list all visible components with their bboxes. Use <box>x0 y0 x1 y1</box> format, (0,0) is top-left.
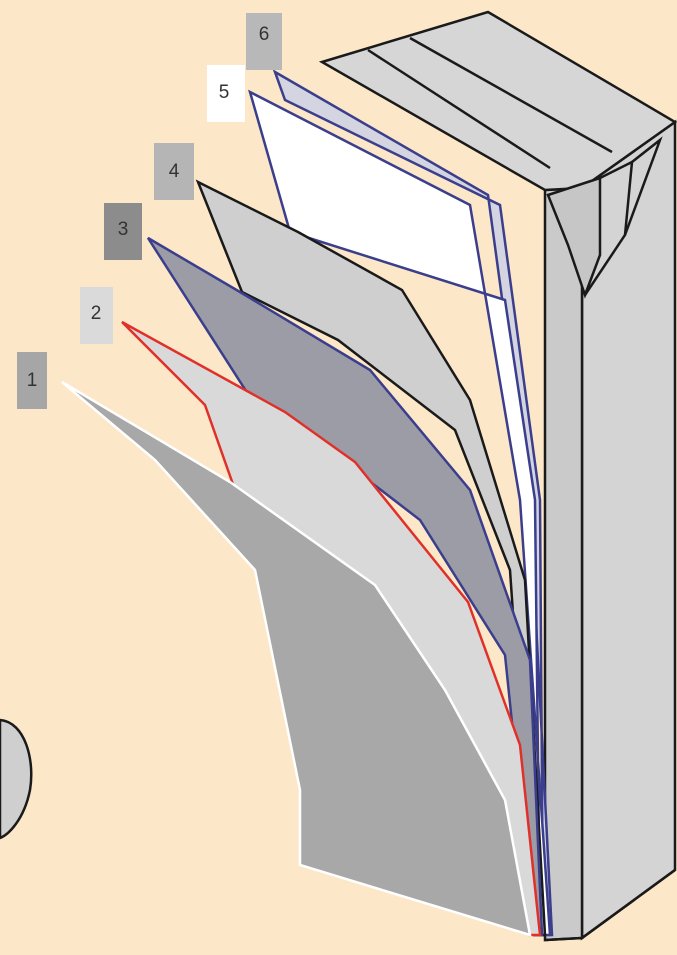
layer-label-3-text: 3 <box>118 219 129 240</box>
carton-fold-flap <box>546 176 602 299</box>
layer-label-2-tag <box>80 287 113 344</box>
carton-top-seam-2 <box>409 36 613 154</box>
layer-label-2-text: 2 <box>91 303 102 324</box>
layer-label-5-text: 5 <box>219 82 230 103</box>
carton-top-face <box>318 10 677 192</box>
layer-label-4-tag <box>154 143 194 200</box>
layer-label-4-text: 4 <box>169 161 180 182</box>
layer-label-4: 4 <box>154 143 194 200</box>
layer-label-6-text: 6 <box>259 24 270 45</box>
layer-label-5-tag <box>207 65 245 122</box>
layer-1-sheet <box>61 380 532 937</box>
layer-label-5: 5 <box>207 65 245 122</box>
layer-label-1: 1 <box>17 352 47 409</box>
carton-front-face <box>543 186 584 942</box>
carton-top-seam-1 <box>367 48 551 170</box>
layer-label-6: 6 <box>246 13 282 70</box>
layer-label-6-tag <box>246 13 282 70</box>
layer-label-2: 2 <box>80 287 113 344</box>
layer-label-3: 3 <box>104 203 142 260</box>
carton-fold-crease <box>583 159 634 296</box>
layer-label-3-tag <box>104 203 142 260</box>
carton-box <box>318 10 677 942</box>
layer-label-1-text: 1 <box>27 370 38 391</box>
partial-oval-shape <box>0 718 33 840</box>
layer-label-1-tag <box>17 352 47 409</box>
carton-bottom-edge <box>544 868 676 942</box>
carton-fold-crease-right <box>623 136 663 236</box>
